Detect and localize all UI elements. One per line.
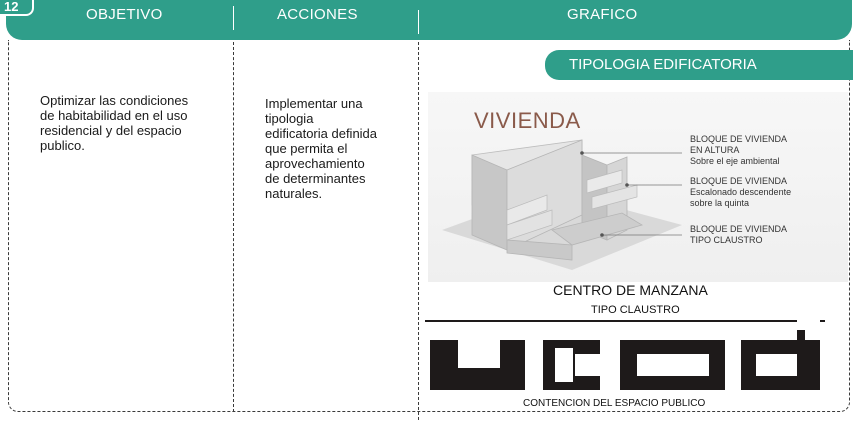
contencion-caption: CONTENCION DEL ESPACIO PUBLICO [523,398,706,409]
header-divider [233,6,234,30]
label-bloque-claustro: BLOQUE DE VIVIENDA TIPO CLAUSTRO [690,224,788,245]
claustro-blocks-diagram [425,320,825,390]
vivienda-title: VIVIENDA [474,108,581,133]
tipo-claustro-subtitle: TIPO CLAUSTRO [591,304,680,316]
page-number-badge: 12 [0,0,34,16]
label-bloque-escalonado: BLOQUE DE VIVIENDA Escalonado descendent… [690,176,792,208]
column-header-objetivo: OBJETIVO [86,6,163,23]
centro-de-manzana-title: CENTRO DE MANZANA [553,282,708,298]
column-divider [418,42,419,420]
column-header-acciones: ACCIONES [277,6,358,23]
tipologia-pill: TIPOLOGIA EDIFICATORIA [545,50,853,80]
table-frame [8,40,850,412]
header-divider [418,10,419,34]
vivienda-block-illustration [442,139,682,270]
header-bar [6,0,852,40]
objetivo-text: Optimizar las condiciones de habitabilid… [40,93,189,153]
label-bloque-altura: BLOQUE DE VIVIENDA EN ALTURA Sobre el ej… [690,134,788,166]
column-header-grafico: GRAFICO [567,6,638,23]
column-divider [233,42,234,412]
acciones-text: Implementar una tipologia edificatoria d… [265,96,378,201]
